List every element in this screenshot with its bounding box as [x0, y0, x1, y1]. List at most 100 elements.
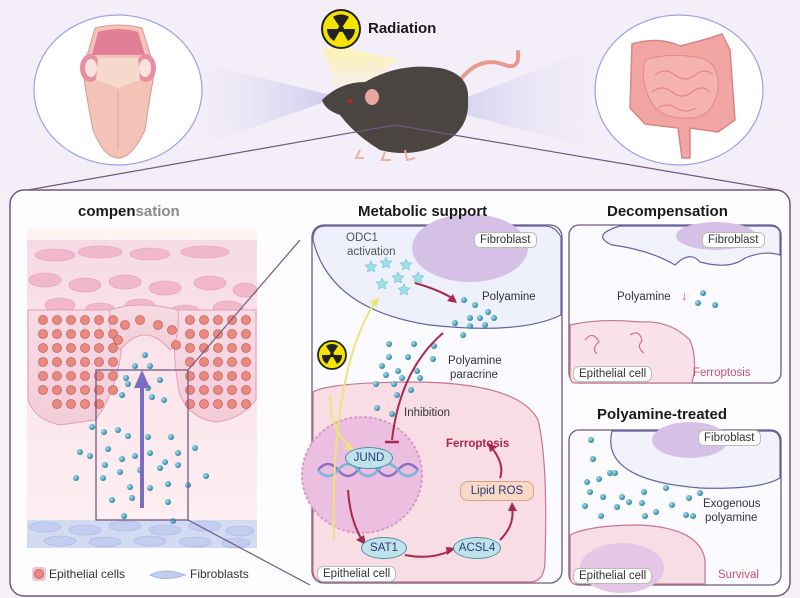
polyamine-dot	[712, 302, 718, 308]
epithelial-cell	[227, 385, 237, 395]
polyamine-dot	[598, 513, 604, 519]
epithelial-cell	[199, 385, 209, 395]
epithelial-cell	[199, 329, 209, 339]
epithelial-cell	[120, 320, 130, 330]
epithelial-cell	[66, 329, 76, 339]
polyamine-dot	[405, 354, 411, 360]
polyamine-dot	[690, 513, 696, 519]
polyamine-dot	[460, 332, 466, 338]
epithelial-cell	[185, 315, 195, 325]
compensation-title: compensation	[78, 203, 180, 220]
radiation-label: Radiation	[368, 20, 437, 37]
polyamine-dot	[123, 375, 129, 381]
polyamine-dot	[170, 518, 176, 524]
metabolic-fibroblast-tag: Fibroblast	[474, 232, 537, 248]
polyamine-dot	[192, 445, 198, 451]
decomp-polyamine-label: Polyamine	[617, 291, 671, 303]
polyamine-dot	[491, 315, 497, 321]
polyamine-dot	[102, 462, 108, 468]
polyamine-dot	[584, 479, 590, 485]
polyamine-dot	[588, 437, 594, 443]
odc1-enzyme-icon	[364, 260, 378, 273]
epithelial-cell	[38, 371, 48, 381]
polyamine-dot	[374, 405, 380, 411]
epithelial-cell	[38, 315, 48, 325]
polyamine-dot	[119, 456, 125, 462]
polyamine-dot	[596, 476, 602, 482]
polyamine-dot	[626, 499, 632, 505]
polyamine-dot	[168, 434, 174, 440]
lipid-ros-node: Lipid ROS	[460, 481, 534, 501]
epithelial-cell	[227, 399, 237, 409]
radiation-to-odc1-arrow	[332, 301, 376, 541]
polyamine-dot	[73, 475, 79, 481]
sat1-node: SAT1	[361, 537, 407, 559]
epithelial-cell	[185, 385, 195, 395]
epithelial-cell	[52, 357, 62, 367]
polyamine-dot	[612, 470, 618, 476]
epithelial-cell	[213, 371, 223, 381]
epithelial-cell	[38, 329, 48, 339]
metabolic-epithelial-cell	[301, 381, 547, 583]
intestine-illustration	[629, 33, 736, 159]
radiation-icon-small	[317, 340, 347, 370]
treated-title: Polyamine-treated	[597, 406, 728, 423]
polyamine-dot	[642, 513, 648, 519]
polyamine-dot	[467, 315, 473, 321]
polyamine-dot	[379, 363, 385, 369]
epithelial-cell	[227, 371, 237, 381]
polyamine-dot	[472, 302, 478, 308]
epithelial-cell	[94, 385, 104, 395]
odc1-enzyme-icon	[399, 258, 413, 271]
leader-line-left	[27, 124, 396, 191]
polyamine-dot	[452, 320, 458, 326]
epithelial-cell	[80, 385, 90, 395]
polyamine-dot	[203, 473, 209, 479]
radiation-icon	[321, 9, 361, 49]
upward-arrowhead	[134, 370, 150, 388]
polyamine-dot	[669, 502, 675, 508]
odc1-enzyme-icon	[391, 271, 405, 284]
epithelial-cell	[52, 343, 62, 353]
polyamine-dot	[127, 484, 133, 490]
epithelial-cell	[80, 399, 90, 409]
epithelial-cell	[241, 329, 251, 339]
epithelial-cell	[80, 315, 90, 325]
polyamine-dot	[607, 470, 613, 476]
metabolic-epithelial-tag: Epithelial cell	[317, 566, 397, 582]
polyamine-dot	[165, 499, 171, 505]
epithelial-cell	[185, 371, 195, 381]
polyamine-dot	[117, 469, 123, 475]
polyamine-dot	[485, 309, 491, 315]
tongue-beam	[190, 60, 330, 150]
leader-line-right	[394, 124, 779, 191]
epithelial-cell	[199, 357, 209, 367]
epithelial-cell	[94, 343, 104, 353]
polyamine-dot	[162, 459, 168, 465]
epithelial-cell	[66, 315, 76, 325]
polyamine-dot	[100, 475, 106, 481]
radiation-to-jund-arrow	[329, 394, 351, 448]
polyamine-dot	[663, 485, 669, 491]
decomp-fibroblast-tag: Fibroblast	[702, 232, 765, 248]
epithelial-cell	[66, 399, 76, 409]
polyamine-dot	[582, 503, 588, 509]
polyamine-dot	[101, 429, 107, 435]
legend-fibroblast-label: Fibroblasts	[190, 567, 249, 581]
epithelial-cell	[167, 325, 177, 335]
polyamine-dot	[125, 433, 131, 439]
polyamine-dot	[142, 352, 148, 358]
polyamine-dot	[386, 341, 392, 347]
polyamine-dot	[132, 363, 138, 369]
exogenous-label-line1: Exogenous	[703, 498, 761, 510]
epithelial-cell	[213, 357, 223, 367]
ferroptosis-label: Ferroptosis	[446, 438, 510, 450]
polyamine-dot	[389, 411, 395, 417]
epithelial-cell	[94, 329, 104, 339]
epithelial-cell	[213, 399, 223, 409]
epithelial-cell	[108, 385, 118, 395]
polyamine-dot	[587, 489, 593, 495]
epithelial-cell	[185, 399, 195, 409]
epithelial-cell	[52, 329, 62, 339]
